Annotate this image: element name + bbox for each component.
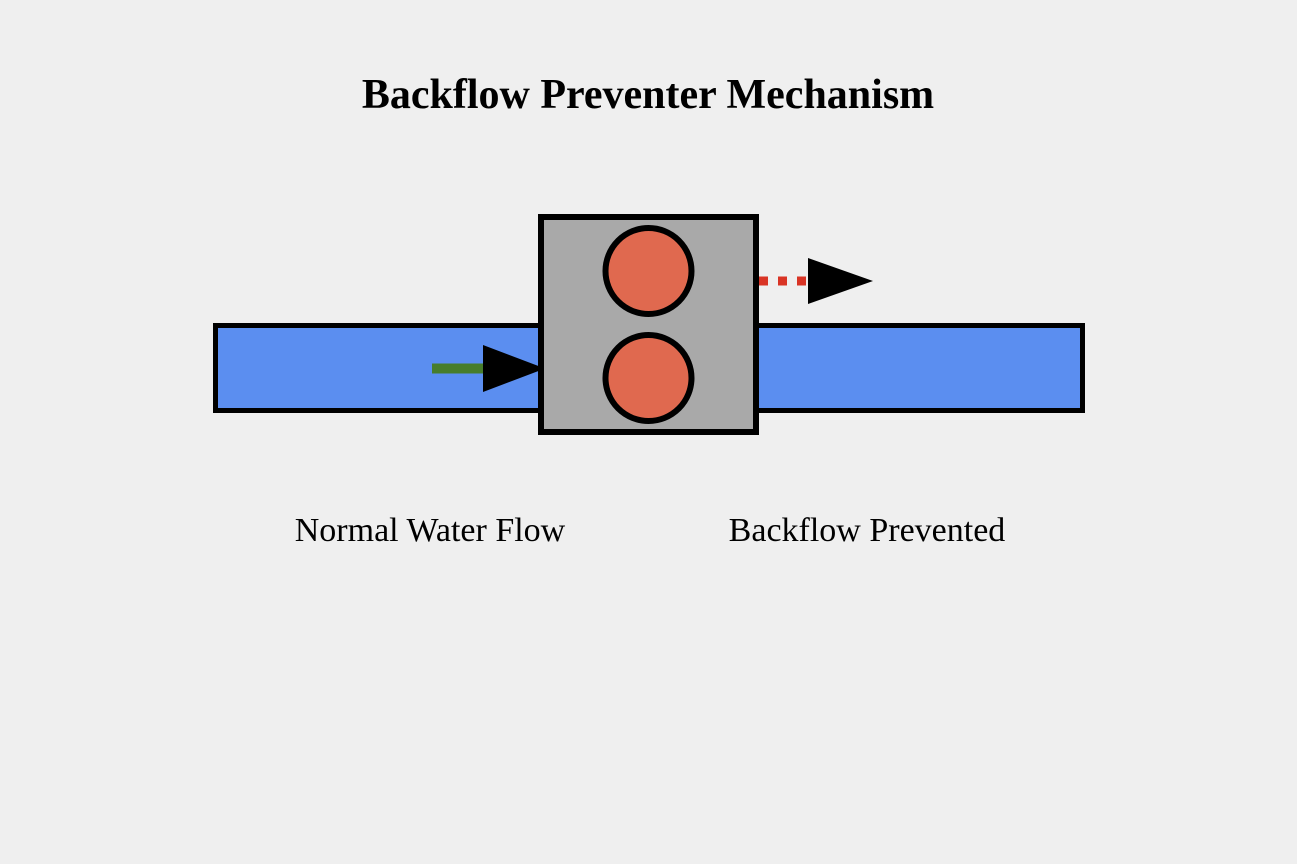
check-valve-top [602,225,695,317]
diagram-title: Backflow Preventer Mechanism [362,72,934,118]
backflow-arrowhead [808,258,873,304]
label-normal-water-flow: Normal Water Flow [295,512,566,549]
forward-flow-arrowhead [483,345,545,392]
backflow-arrow [759,258,873,304]
forward-flow-arrow [432,345,545,392]
label-backflow-prevented: Backflow Prevented [729,512,1006,549]
check-valve-bottom [602,332,695,424]
